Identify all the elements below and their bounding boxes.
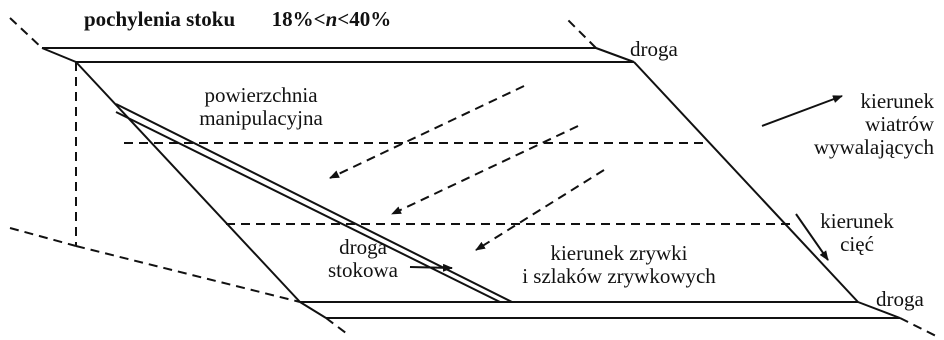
cut-direction-line1: kierunek: [820, 209, 894, 233]
upper-road-end-right: [595, 47, 635, 63]
wind-direction-label: kierunek wiatrów wywalających: [780, 90, 934, 159]
slope-right-edge: [633, 61, 859, 303]
lower-road-end-right: [857, 301, 901, 319]
lower-road-end-left: [299, 301, 327, 319]
slope-road-line-lower: [115, 111, 501, 303]
slope-road-line2: stokowa: [328, 258, 398, 282]
slope-title-prefix: pochylenia stoku: [84, 7, 236, 31]
slope-range-start: 18%<: [271, 7, 326, 31]
terrain-line-bottom-mid: [75, 245, 301, 303]
cut-direction-label: kierunek cięć: [802, 210, 912, 256]
slope-range-variable: n: [325, 7, 338, 31]
terrain-line-bottom-under-road: [325, 317, 351, 337]
wind-direction-arrow: [761, 95, 843, 127]
cut-direction-line2: cięć: [840, 232, 874, 256]
road-top-label: droga: [630, 37, 678, 61]
road-bottom-label: droga: [876, 287, 924, 311]
terrain-line-top-right: [565, 17, 597, 49]
slope-title: pochylenia stoku 18%<n<40%: [84, 8, 391, 31]
skidding-direction-line1: kierunek zrywki: [550, 241, 688, 265]
slope-road-pointer-arrow: [409, 263, 453, 272]
cut-direction-arrow: [795, 213, 829, 261]
landing-area-line1: powierzchnia: [204, 83, 318, 107]
skidding-direction-line2: i szlaków zrywkowych: [522, 264, 716, 288]
upper-road-end-left: [41, 47, 77, 63]
skid-arrow-2: [391, 125, 579, 215]
slope-road-label: droga stokowa: [318, 236, 408, 282]
skidding-direction-label: kierunek zrywki i szlaków zrywkowych: [494, 242, 744, 288]
landing-area-label: powierzchnia manipulacyjna: [176, 84, 346, 130]
slope-range-end: <40%: [337, 7, 392, 31]
slope-road-line1: droga: [339, 235, 387, 259]
slope-left-edge: [75, 61, 301, 303]
wind-direction-line1: kierunek: [860, 89, 934, 113]
terrain-line-bottom-right: [899, 317, 937, 337]
terrain-line-top-left: [9, 17, 43, 49]
slope-road-line-upper: [115, 103, 513, 303]
skid-arrow-3: [475, 169, 605, 251]
landing-area-line2: manipulacyjna: [199, 106, 323, 130]
skid-arrow-1: [329, 85, 525, 179]
terrain-line-bottom-left: [9, 227, 77, 247]
wind-direction-line2: wiatrów: [865, 112, 934, 136]
wind-direction-line3: wywalających: [813, 135, 934, 159]
